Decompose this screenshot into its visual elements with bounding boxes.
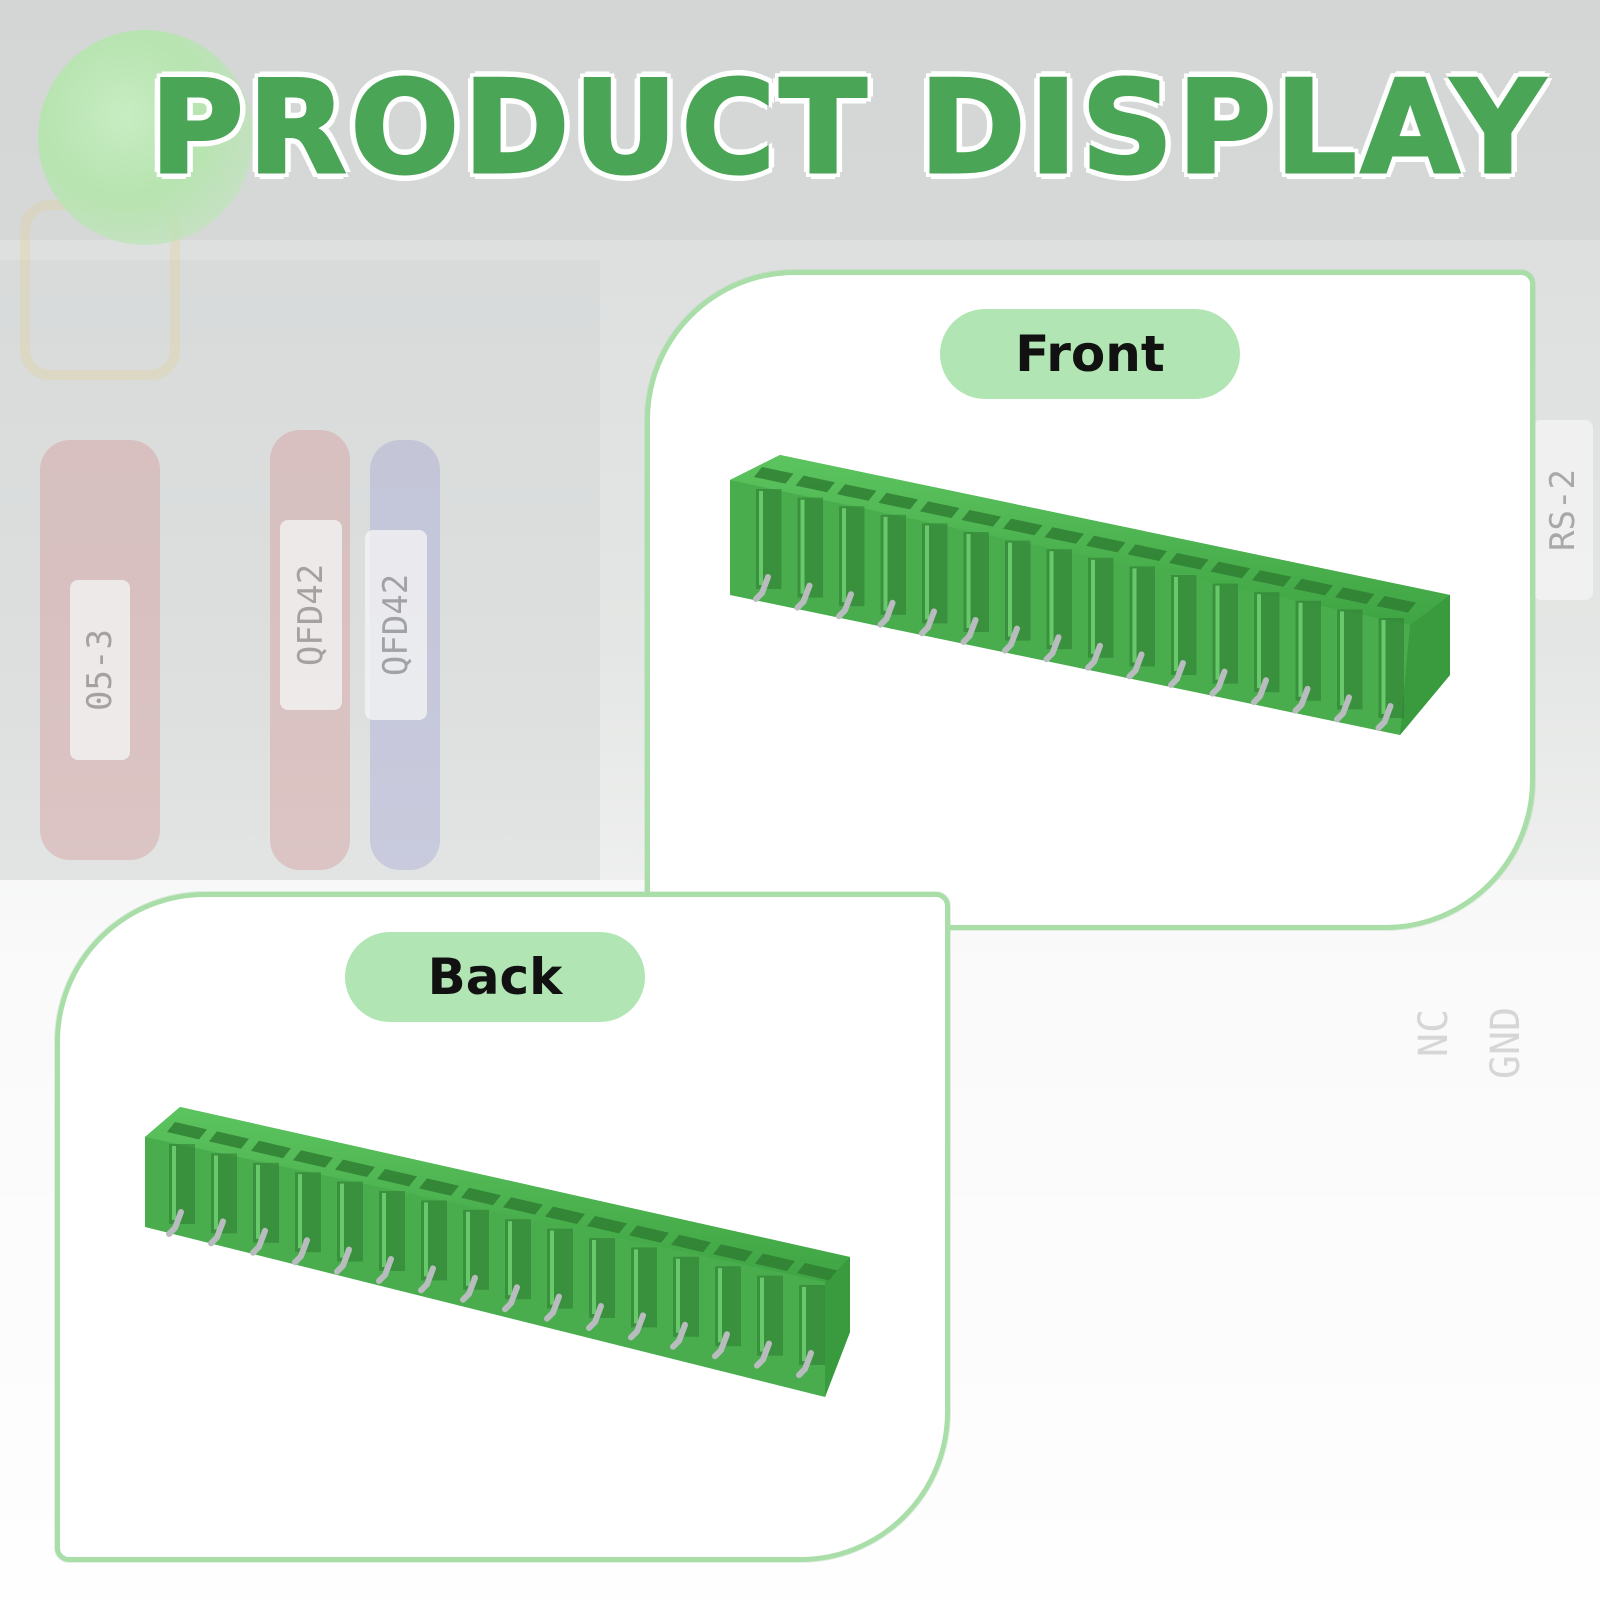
metal-pin bbox=[1209, 668, 1228, 697]
terminal-cell bbox=[1251, 570, 1292, 706]
metal-pin bbox=[1085, 642, 1103, 671]
wire-label: RS-2 bbox=[1533, 420, 1593, 600]
terminal-cell bbox=[712, 1244, 753, 1360]
wire-label: QFD42 bbox=[365, 530, 427, 720]
terminal-cell bbox=[794, 475, 835, 611]
terminal-cell bbox=[877, 492, 918, 628]
terminal-cell bbox=[836, 484, 877, 620]
metal-pin bbox=[1251, 677, 1269, 706]
terminal-cell bbox=[1292, 578, 1333, 714]
terminal-cell bbox=[753, 467, 794, 602]
ghost-label: GND bbox=[1483, 1006, 1530, 1080]
terminal-cell bbox=[1375, 596, 1416, 731]
terminal-cell bbox=[1334, 587, 1375, 723]
metal-pin bbox=[877, 599, 896, 628]
front-view-card: Front bbox=[645, 270, 1535, 930]
metal-pin bbox=[418, 1265, 436, 1294]
metal-pin bbox=[376, 1256, 394, 1284]
terminal-cell bbox=[502, 1197, 543, 1313]
terminal-cell bbox=[250, 1140, 291, 1256]
terminal-cell bbox=[460, 1187, 501, 1303]
terminal-cell bbox=[919, 501, 960, 637]
front-label: Front bbox=[940, 309, 1240, 399]
metal-pin bbox=[960, 617, 979, 645]
ghost-label: NC bbox=[1411, 1008, 1458, 1058]
terminal-cell bbox=[1043, 527, 1084, 663]
metal-pin bbox=[796, 1350, 814, 1378]
wire-label: 05-3 bbox=[70, 580, 130, 760]
metal-pin bbox=[754, 1340, 772, 1369]
back-label: Back bbox=[345, 932, 645, 1022]
page-title: PRODUCT DISPLAY bbox=[149, 54, 1549, 203]
metal-pin bbox=[1002, 625, 1020, 654]
decorative-circle bbox=[38, 30, 253, 245]
terminal-cell bbox=[544, 1206, 585, 1322]
metal-pin bbox=[1043, 634, 1062, 663]
metal-pin bbox=[794, 582, 813, 611]
metal-pin bbox=[670, 1321, 688, 1350]
terminal-cell bbox=[796, 1263, 837, 1378]
terminal-cell bbox=[376, 1169, 417, 1284]
metal-pin bbox=[1292, 685, 1311, 714]
terminal-block-back-image bbox=[145, 1107, 850, 1397]
metal-pin bbox=[836, 591, 854, 620]
metal-pin bbox=[712, 1331, 730, 1360]
terminal-cell bbox=[586, 1216, 627, 1331]
metal-pin bbox=[1334, 694, 1352, 723]
metal-pin bbox=[334, 1246, 352, 1275]
metal-pin bbox=[1375, 703, 1394, 731]
terminal-block-front-image bbox=[730, 455, 1450, 735]
terminal-cell bbox=[292, 1150, 333, 1266]
metal-pin bbox=[753, 574, 771, 602]
back-view-card: Back bbox=[55, 892, 950, 1562]
terminal-cell bbox=[754, 1253, 795, 1369]
terminal-cell bbox=[1168, 553, 1209, 688]
metal-pin bbox=[628, 1312, 646, 1341]
terminal-cell bbox=[1209, 561, 1250, 697]
metal-pin bbox=[919, 608, 937, 637]
wire-label: QFD42 bbox=[280, 520, 342, 710]
metal-pin bbox=[208, 1218, 226, 1247]
metal-pin bbox=[586, 1303, 604, 1331]
terminal-cell bbox=[334, 1159, 375, 1275]
terminal-cell bbox=[208, 1131, 249, 1247]
metal-pin bbox=[166, 1209, 184, 1237]
metal-pin bbox=[1168, 660, 1186, 688]
terminal-cell bbox=[670, 1234, 711, 1350]
metal-pin bbox=[292, 1237, 310, 1266]
terminal-cell bbox=[1085, 535, 1126, 671]
terminal-cell bbox=[960, 510, 1001, 645]
metal-pin bbox=[460, 1274, 478, 1303]
metal-pin bbox=[1126, 651, 1145, 680]
metal-pin bbox=[250, 1227, 268, 1256]
terminal-cell bbox=[1002, 518, 1043, 654]
terminal-cell bbox=[628, 1225, 669, 1341]
terminal-cell bbox=[1126, 544, 1167, 680]
terminal-cell bbox=[418, 1178, 459, 1294]
metal-pin bbox=[502, 1284, 520, 1313]
metal-pin bbox=[544, 1293, 562, 1322]
terminal-cell bbox=[166, 1122, 207, 1237]
